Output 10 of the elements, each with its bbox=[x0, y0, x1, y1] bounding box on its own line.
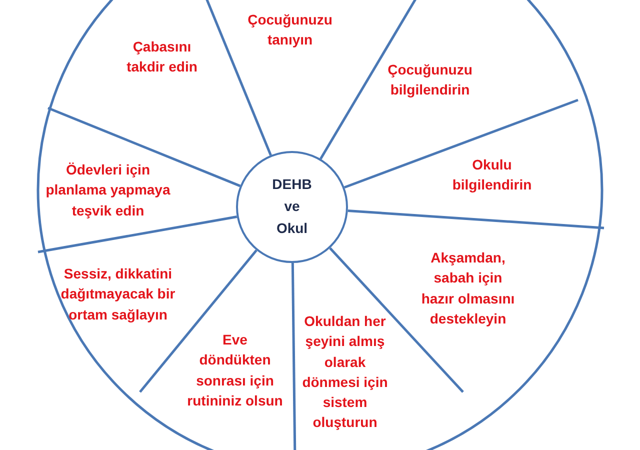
segment-label: Çocuğunuzu tanıyın bbox=[235, 10, 345, 50]
segment-label: Akşamdan, sabah için hazır olmasını destekleyin bbox=[418, 247, 518, 329]
segment-label: Ödevleri için planlama yapmaya teşvik edin bbox=[46, 160, 170, 220]
segment-label: Eve döndükten sonrası için rutininiz olsun bbox=[185, 329, 285, 411]
segment-label: Okuldan her şeyini almış olarak dönmesi için sistem oluşturun bbox=[297, 311, 393, 433]
segment-label: Okulu bilgilendirin bbox=[437, 154, 547, 196]
segment-label: Çabasını takdir edin bbox=[112, 36, 212, 78]
segment-label: Çocuğunuzu bilgilendirin bbox=[375, 60, 485, 100]
center-label: DEHB ve Okul bbox=[271, 175, 313, 238]
segment-label: Sessiz, dikkatini dağıtmayacak bir ortam sağlayın bbox=[43, 264, 193, 324]
